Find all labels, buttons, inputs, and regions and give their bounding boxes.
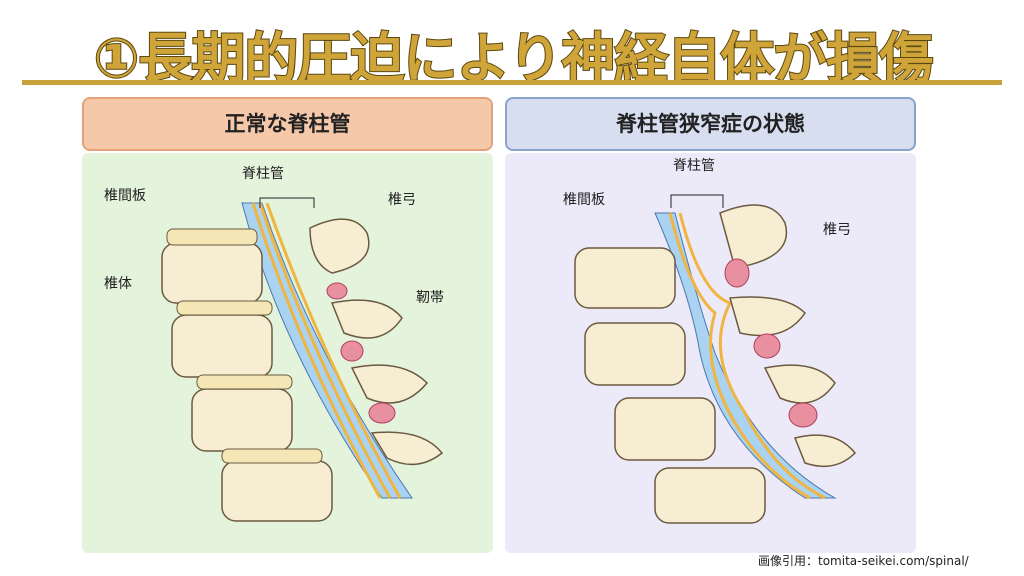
normal-canal-panel: 正常な脊柱管 椎間板 脊柱管 椎弓 椎体 靭帯 — [82, 97, 493, 553]
stenosis-spine-illustration — [574, 194, 857, 524]
label-disc: 椎間板 — [563, 192, 605, 208]
normal-spine-illustration — [161, 197, 444, 522]
panel-heading: 正常な脊柱管 — [82, 97, 493, 151]
image-credit: 画像引用：tomita-seikei.com/spinal/ — [758, 554, 969, 568]
label-canal: 脊柱管 — [673, 158, 715, 174]
label-lamina: 椎弓 — [388, 192, 416, 208]
label-vertebral-body: 椎体 — [104, 276, 132, 292]
panel-heading: 脊柱管狭窄症の状態 — [505, 97, 916, 151]
label-ligament: 靭帯 — [416, 290, 444, 306]
label-disc: 椎間板 — [104, 188, 146, 204]
label-canal: 脊柱管 — [242, 166, 284, 182]
label-lamina: 椎弓 — [823, 222, 851, 238]
title-underline — [22, 80, 1002, 85]
stenosis-panel: 脊柱管狭窄症の状態 脊柱管 椎間板 椎弓 — [505, 97, 916, 553]
